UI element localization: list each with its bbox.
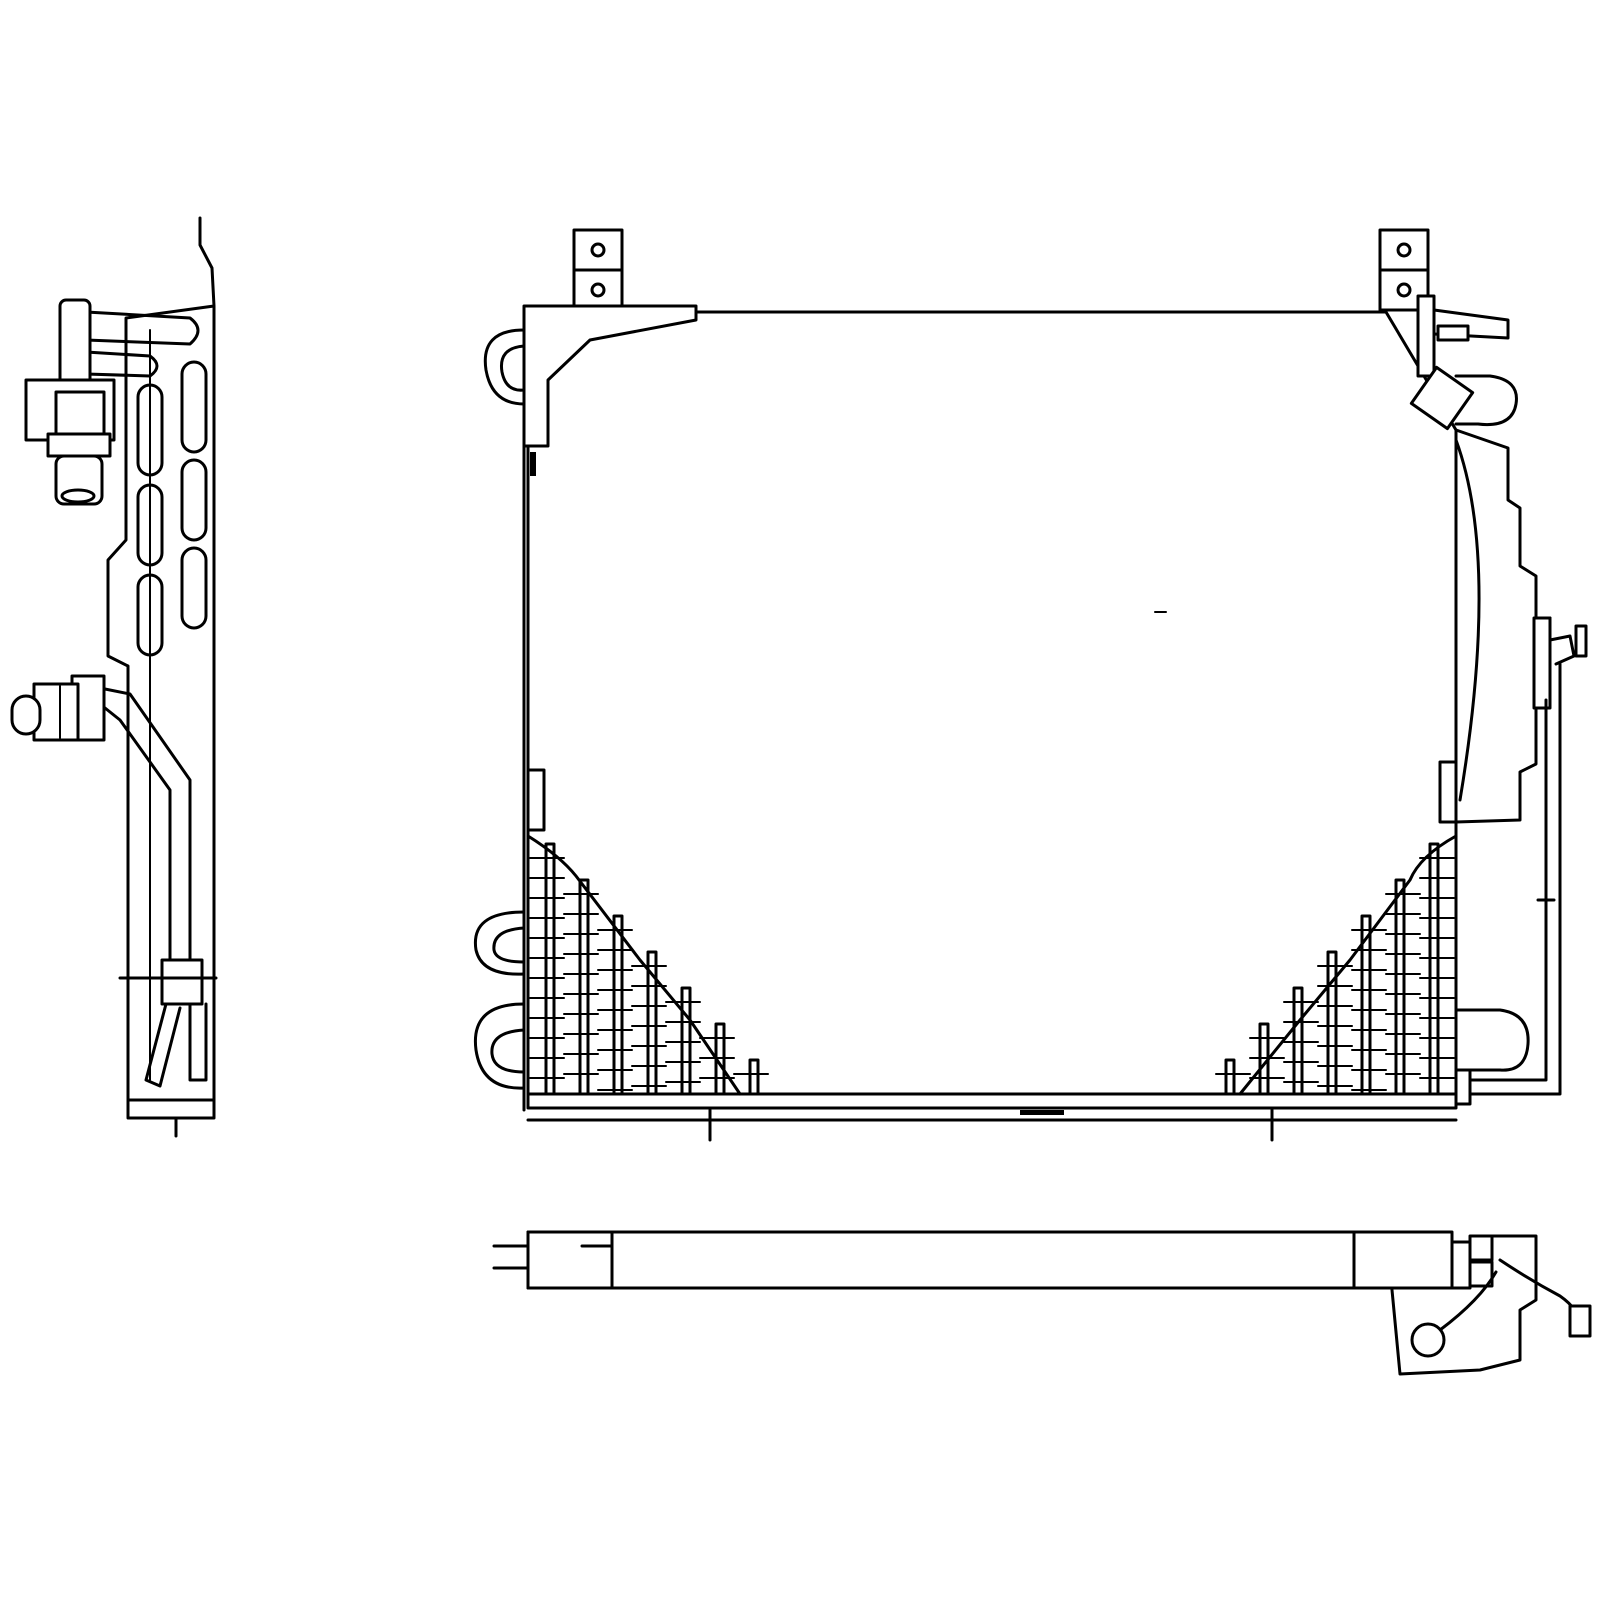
right-top-clip bbox=[1436, 324, 1470, 342]
side-upper-fitting bbox=[24, 298, 116, 506]
front-core-outline bbox=[526, 310, 1458, 1110]
side-lower-fitting bbox=[10, 674, 218, 1138]
bracket-hole bbox=[590, 282, 606, 298]
bottom-right-block bbox=[1352, 1230, 1454, 1290]
bottom-right-sensor bbox=[1568, 1304, 1592, 1338]
side-second-loop bbox=[84, 350, 159, 378]
fitting-collar bbox=[46, 432, 112, 458]
front-left-bracket bbox=[572, 228, 624, 312]
front-bottom-pins bbox=[708, 611, 1274, 1142]
bracket-hole bbox=[1396, 242, 1412, 258]
slot bbox=[136, 483, 164, 567]
right-lower-loop bbox=[1454, 1008, 1530, 1072]
right-fin-grid bbox=[1215, 842, 1455, 1096]
right-mid-clip bbox=[1438, 760, 1458, 824]
right-fin-boundary bbox=[1238, 834, 1458, 1096]
right-pipe-return bbox=[1464, 1068, 1562, 1096]
left-lower-loop-inner bbox=[492, 926, 526, 964]
left-bottom-loop bbox=[473, 1002, 526, 1090]
bottom-right-cap bbox=[1410, 1322, 1446, 1358]
fitting-nut bbox=[54, 390, 106, 438]
right-sensor-elbow bbox=[1548, 634, 1576, 666]
fin-tube bbox=[612, 914, 624, 1096]
fin-tube bbox=[1394, 878, 1406, 1096]
right-bottom-fitting bbox=[1454, 1068, 1472, 1106]
fin-tube bbox=[1326, 950, 1338, 1096]
bottom-right-nut-a bbox=[1468, 1234, 1494, 1262]
side-pipe-end bbox=[144, 1002, 208, 1088]
left-fin-boundary bbox=[526, 834, 742, 1096]
side-view bbox=[10, 216, 218, 1138]
pipe-port bbox=[10, 694, 42, 736]
left-lower-loop bbox=[473, 910, 526, 976]
slot bbox=[136, 383, 164, 477]
left-clip bbox=[530, 452, 536, 476]
bottom-left-block bbox=[526, 1230, 614, 1290]
front-left-header bbox=[522, 304, 698, 448]
fin-tube bbox=[578, 878, 590, 1096]
slot bbox=[180, 360, 208, 454]
pipe-collar bbox=[160, 958, 204, 1006]
bottom-label-plate bbox=[1020, 1110, 1064, 1115]
bracket-hole bbox=[590, 242, 606, 258]
slot bbox=[180, 546, 208, 630]
right-riser bbox=[1416, 294, 1436, 378]
right-sensor-block bbox=[1532, 616, 1552, 710]
fitting-body bbox=[58, 298, 92, 392]
side-lower-pipe bbox=[98, 686, 192, 962]
side-slots bbox=[136, 360, 208, 657]
left-bottom-loop-inner bbox=[490, 1028, 526, 1074]
bracket-hole bbox=[1396, 282, 1412, 298]
left-mid-clip bbox=[526, 768, 546, 832]
right-fitting bbox=[1409, 365, 1475, 431]
left-upper-loop-inner bbox=[499, 344, 526, 392]
fin-tube bbox=[646, 950, 658, 1096]
right-elbow-loop bbox=[1454, 374, 1518, 427]
fin-tube bbox=[1428, 842, 1440, 1096]
fitting-port-opening bbox=[60, 488, 96, 504]
bottom-right-fitting bbox=[1450, 1240, 1472, 1290]
bottom-core bbox=[526, 1230, 1430, 1290]
fin-tube bbox=[544, 842, 556, 1096]
right-sensor-tip bbox=[1574, 624, 1588, 658]
right-curve bbox=[1454, 438, 1481, 802]
fin-tube bbox=[1360, 914, 1372, 1096]
left-upper-loop bbox=[483, 328, 526, 406]
bottom-view bbox=[492, 1230, 1592, 1376]
bottom-right-bracket bbox=[1390, 1234, 1538, 1376]
front-view bbox=[473, 228, 1588, 1142]
side-core-outline bbox=[106, 216, 216, 1120]
side-top-loop bbox=[84, 310, 200, 346]
slot bbox=[180, 458, 208, 542]
slot bbox=[136, 573, 164, 657]
bottom-right-nut-b bbox=[1468, 1260, 1494, 1288]
front-right-plumbing bbox=[1409, 294, 1588, 1106]
right-top-loop bbox=[1432, 308, 1510, 340]
fin-tube bbox=[1224, 1058, 1236, 1096]
fin-tube bbox=[748, 1058, 760, 1096]
